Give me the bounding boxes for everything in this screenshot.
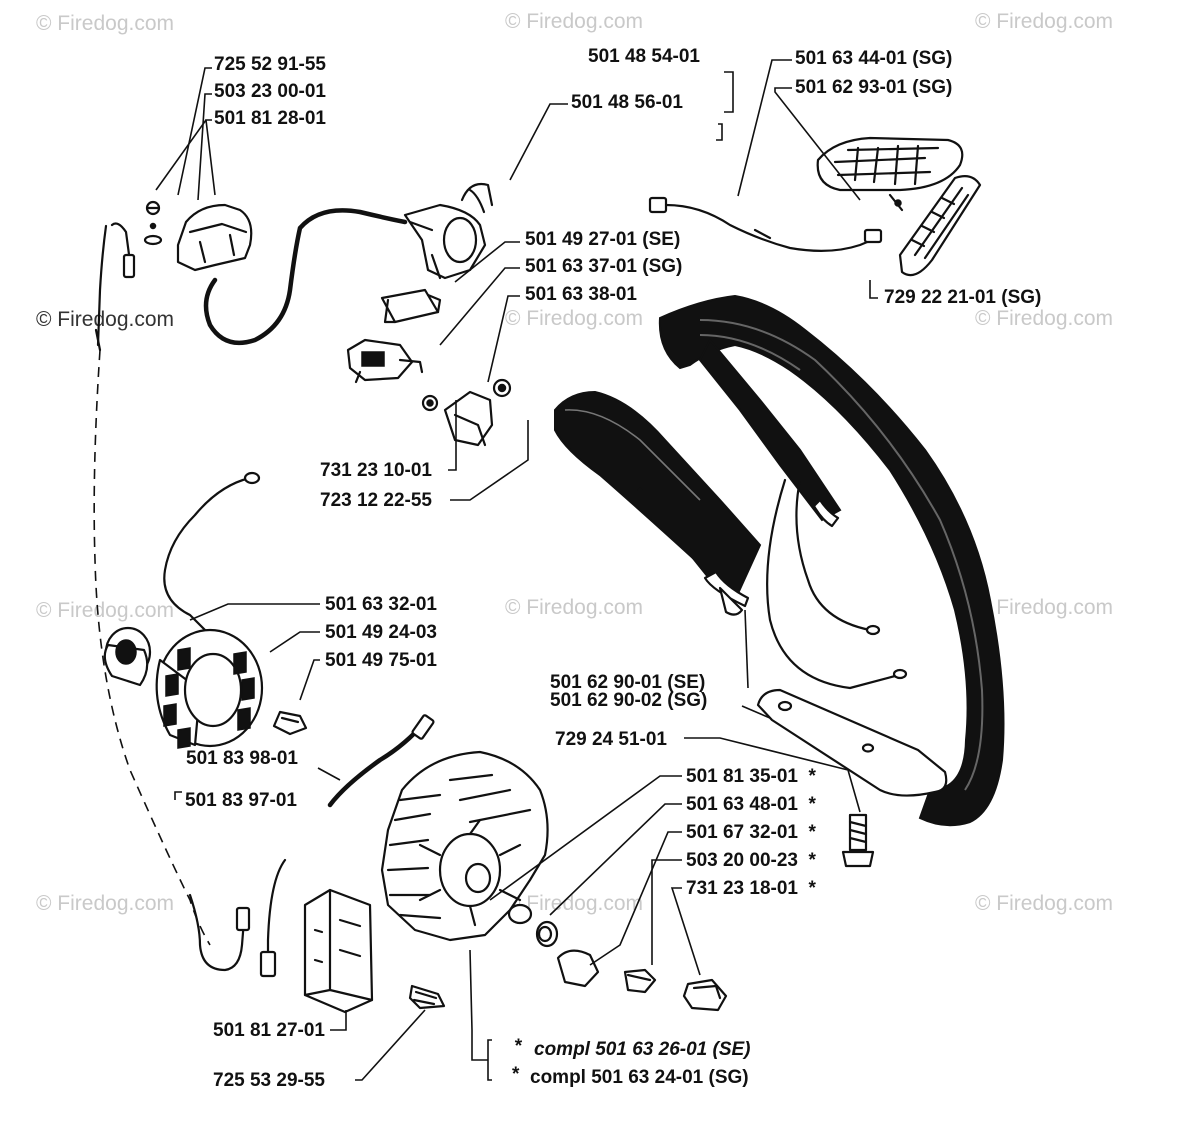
part-label: 729 22 21-01 (SG) (884, 287, 1041, 308)
flywheel-drawing (380, 750, 549, 942)
part-label: 501 63 48-01 * (686, 794, 817, 815)
part-label: 725 53 29-55 (213, 1070, 325, 1091)
part-label: 731 23 18-01 * (686, 878, 817, 899)
part-label: 501 62 93-01 (SG) (795, 77, 952, 98)
watermark: © Firedog.com (505, 307, 643, 330)
part-label: 501 49 24-03 (325, 622, 437, 643)
kit-labels: * compl 501 63 26-01 (SE) * compl 501 63… (512, 1036, 751, 1088)
part-label: 729 24 51-01 (555, 729, 667, 750)
watermark: © Firedog.com (505, 596, 643, 619)
coil-wire (203, 208, 408, 346)
handle-bracket-drawing (756, 688, 948, 797)
stator-drawing (155, 628, 264, 749)
part-label: 501 62 90-01 (SE) (550, 672, 705, 693)
module-screw-drawing (408, 984, 446, 1010)
switch-bracket-drawing (380, 288, 442, 324)
kit-label: compl 501 63 26-01 (SE) (534, 1039, 751, 1060)
flywheel-hardware-drawing (507, 903, 728, 1012)
module-wire (163, 476, 252, 642)
kit-label: compl 501 63 24-01 (SG) (530, 1067, 749, 1088)
heater-cover-plate-drawing (898, 175, 982, 277)
kit-marker: * (512, 1064, 520, 1085)
watermark: © Firedog.com (36, 892, 174, 915)
seal-ring-drawing (103, 626, 152, 687)
earth-lead-terminal (235, 906, 251, 932)
stator-screw-drawing (272, 710, 308, 736)
part-label: 501 48 56-01 (571, 92, 683, 113)
ignition-module-drawing (303, 888, 374, 1014)
watermark: © Firedog.com (975, 892, 1113, 915)
part-label: 723 12 22-55 (320, 490, 432, 511)
part-label: 503 20 00-23 * (686, 850, 817, 871)
part-label: 501 49 27-01 (SE) (525, 229, 680, 250)
part-label: 501 81 27-01 (213, 1020, 325, 1041)
leader-lines (155, 59, 878, 1081)
watermark-dark: © Firedog.com (36, 308, 174, 331)
clip-drawing (421, 378, 512, 447)
kit-marker: * (514, 1036, 523, 1057)
ignition-coil-drawing (143, 200, 253, 272)
part-label: 501 81 35-01 * (686, 766, 817, 787)
watermark: © Firedog.com (36, 599, 174, 622)
bracket-bolt-drawing (841, 813, 875, 868)
part-label: 501 63 32-01 (325, 594, 437, 615)
part-label: 501 67 32-01 * (686, 822, 817, 843)
part-label: 501 83 98-01 (186, 748, 298, 769)
part-label: 501 48 54-01 (588, 46, 700, 67)
part-label: 501 63 38-01 (525, 284, 637, 305)
part-label: 501 81 28-01 (214, 108, 326, 129)
part-label: 501 83 97-01 (185, 790, 297, 811)
heater-cable-drawing (648, 196, 883, 252)
part-labels: 725 52 91-55 503 23 00-01 501 81 28-01 5… (185, 46, 1041, 1091)
part-label: 725 52 91-55 (214, 54, 326, 75)
module-wire-terminal (243, 471, 261, 485)
earth-lead (188, 893, 246, 972)
heater-element-drawing (816, 136, 964, 212)
watermark-layer: © Firedog.com © Firedog.com © Firedog.co… (36, 10, 1113, 915)
front-handle-drawing (658, 294, 1005, 827)
watermark: © Firedog.com (975, 10, 1113, 33)
watermark: © Firedog.com (975, 596, 1113, 619)
part-label: 731 23 10-01 (320, 460, 432, 481)
watermark: © Firedog.com (505, 10, 643, 33)
part-label: 501 49 75-01 (325, 650, 437, 671)
parts-artwork (93, 136, 1005, 1014)
heater-wires-drawing (766, 478, 908, 690)
handle-tube-drawing (554, 390, 762, 616)
watermark: © Firedog.com (975, 307, 1113, 330)
ignition-wire-drawing (259, 714, 435, 978)
part-label: 503 23 00-01 (214, 81, 326, 102)
upper-tubes-drawing (698, 338, 842, 528)
watermark: © Firedog.com (505, 892, 643, 915)
dashed-reference-line (93, 349, 211, 946)
part-label: 501 63 44-01 (SG) (795, 48, 952, 69)
part-label: 501 63 37-01 (SG) (525, 256, 682, 277)
switch-drawing (346, 338, 424, 384)
spark-plug-cap-drawing (94, 222, 136, 352)
watermark: © Firedog.com (36, 12, 174, 35)
stop-switch-drawing (403, 182, 494, 280)
part-label: 501 62 90-02 (SG) (550, 690, 707, 711)
